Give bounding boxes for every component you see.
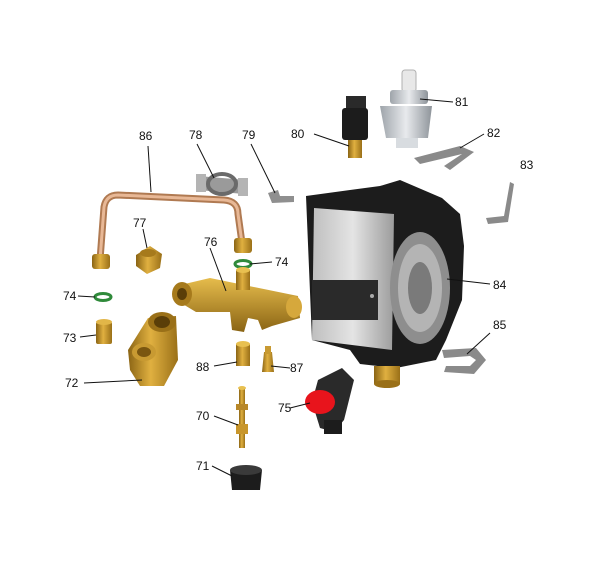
callout-73: 73 bbox=[63, 331, 77, 345]
pressure-sensor-part bbox=[342, 96, 368, 158]
callout-71: 71 bbox=[196, 459, 210, 473]
callout-72: 72 bbox=[65, 376, 79, 390]
brass-elbow-part bbox=[128, 312, 178, 386]
callout-78: 78 bbox=[189, 128, 203, 142]
black-cap-part bbox=[230, 465, 262, 490]
copper-pipe-part bbox=[92, 191, 252, 269]
callout-88: 88 bbox=[196, 360, 210, 374]
callout-79: 79 bbox=[242, 128, 256, 142]
callout-84: 84 bbox=[493, 278, 507, 292]
outlet-elbow-part bbox=[305, 368, 354, 434]
brass-nut-part bbox=[136, 246, 162, 274]
outlet-clip-part bbox=[442, 348, 486, 374]
callout-81: 81 bbox=[455, 95, 469, 109]
callout-82: 82 bbox=[487, 126, 501, 140]
pump-assembly-part bbox=[306, 180, 464, 388]
callout-87: 87 bbox=[290, 361, 304, 375]
callout-80: 80 bbox=[291, 127, 305, 141]
small-clip-part bbox=[268, 190, 294, 203]
sensor-clip-part bbox=[486, 182, 514, 224]
callout-76: 76 bbox=[204, 235, 218, 249]
callout-83: 83 bbox=[520, 158, 534, 172]
callout-86: 86 bbox=[139, 129, 153, 143]
o-ring-part bbox=[93, 292, 113, 302]
leader-lines bbox=[77, 98, 491, 477]
retaining-clip-part bbox=[196, 172, 248, 196]
callout-74-left: 74 bbox=[63, 289, 77, 303]
callout-85: 85 bbox=[493, 318, 507, 332]
callout-74-right: 74 bbox=[275, 255, 289, 269]
callout-75: 75 bbox=[278, 401, 292, 415]
callout-77: 77 bbox=[133, 216, 147, 230]
brass-stem-part bbox=[236, 386, 248, 448]
brass-manifold-part bbox=[172, 267, 302, 332]
brass-plug-part bbox=[236, 341, 250, 366]
air-vent-part bbox=[380, 69, 432, 148]
brass-fitting-part bbox=[96, 319, 112, 344]
callout-70: 70 bbox=[196, 409, 210, 423]
pump-clip-part bbox=[414, 146, 474, 170]
bleed-valve-part bbox=[262, 346, 274, 372]
o-ring-part bbox=[233, 259, 253, 269]
